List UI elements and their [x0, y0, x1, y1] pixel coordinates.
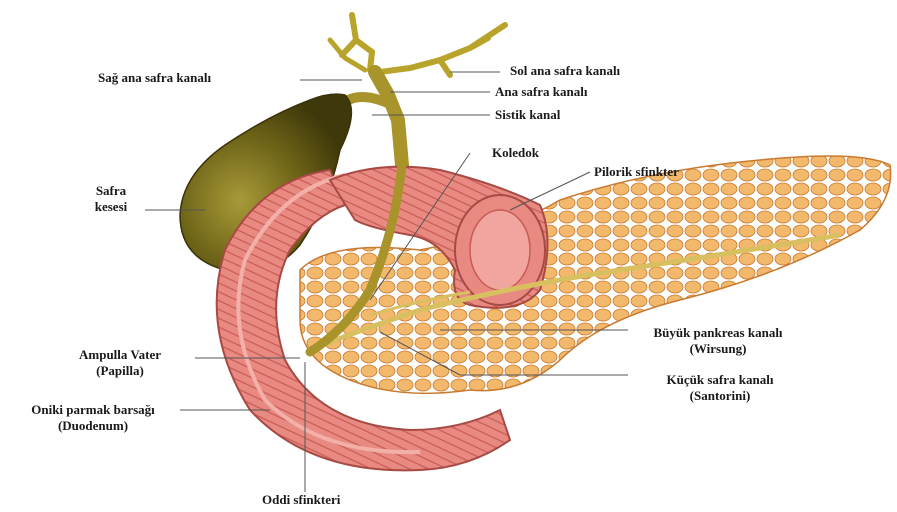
label-buyuk-pankreas-kanali-line1: Büyük pankreas kanalı: [628, 325, 808, 341]
label-pilorik-sfinkter: Pilorik sfinkter: [594, 164, 679, 180]
label-buyuk-pankreas-kanali-line2: (Wirsung): [628, 341, 808, 357]
label-oddi-sfinkteri: Oddi sfinkteri: [262, 492, 340, 508]
label-safra-kesesi-line2: kesesi: [80, 199, 142, 215]
label-onikiparmak-barsagi-line2: (Duodenum): [8, 418, 178, 434]
label-kucuk-safra-kanali: Küçük safra kanalı (Santorini): [635, 372, 805, 404]
label-ampulla-vater-line2: (Papilla): [50, 363, 190, 379]
label-sistik-kanal: Sistik kanal: [495, 107, 560, 123]
label-sol-ana-safra-kanali: Sol ana safra kanalı: [510, 63, 620, 79]
label-kucuk-safra-kanali-line2: (Santorini): [635, 388, 805, 404]
label-safra-kesesi-line1: Safra: [80, 183, 142, 199]
label-sag-ana-safra-kanali: Sağ ana safra kanalı: [98, 70, 211, 86]
label-ampulla-vater: Ampulla Vater (Papilla): [50, 347, 190, 379]
label-buyuk-pankreas-kanali: Büyük pankreas kanalı (Wirsung): [628, 325, 808, 357]
label-safra-kesesi: Safra kesesi: [80, 183, 142, 215]
label-onikiparmak-barsagi-line1: Oniki parmak barsağı: [8, 402, 178, 418]
label-onikiparmak-barsagi: Oniki parmak barsağı (Duodenum): [8, 402, 178, 434]
biliary-tree: [330, 15, 505, 165]
label-ampulla-vater-line1: Ampulla Vater: [50, 347, 190, 363]
label-kucuk-safra-kanali-line1: Küçük safra kanalı: [635, 372, 805, 388]
label-koledok: Koledok: [492, 145, 539, 161]
label-ana-safra-kanali: Ana safra kanalı: [495, 84, 587, 100]
